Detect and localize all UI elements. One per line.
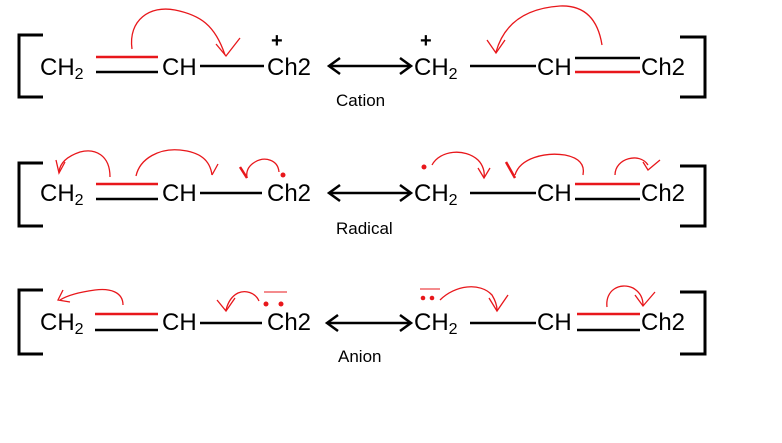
atom-ch: CH [537, 180, 572, 207]
radical-electron [280, 172, 286, 178]
curved-arrow [614, 157, 649, 176]
atom-ch2: CH2 [40, 54, 84, 83]
atom-ch2-end: Ch2 [641, 54, 685, 81]
right-bracket [680, 290, 707, 356]
atom-ch: CH [162, 309, 197, 336]
lone-pair-electron [420, 295, 426, 301]
left-bracket [17, 161, 43, 228]
left-bracket [17, 288, 43, 356]
arrowhead [216, 297, 236, 313]
atom-ch2: CH2 [414, 180, 458, 209]
curved-arrow [495, 5, 603, 53]
radical-electron [421, 164, 427, 170]
arrowhead [504, 161, 517, 179]
row-label: Radical [336, 219, 393, 238]
right-bracket [680, 35, 707, 99]
resonance-arrow [326, 56, 414, 76]
atom-ch2-end: Ch2 [267, 180, 311, 207]
curved-arrow [130, 8, 226, 56]
atom-ch2-end: Ch2 [641, 309, 685, 336]
arrowhead [488, 294, 509, 313]
atom-ch2: CH2 [414, 54, 458, 83]
resonance-arrow [326, 183, 414, 203]
arrowhead [486, 39, 506, 55]
cation-row: CH2 CH Ch2 + Cation CH2 + CH Ch2 [17, 5, 707, 110]
curved-arrow [514, 153, 585, 176]
arrowhead [477, 167, 491, 180]
atom-ch2: CH2 [414, 309, 458, 338]
resonance-arrow [324, 313, 414, 333]
atom-ch: CH [537, 309, 572, 336]
positive-charge: + [420, 30, 432, 52]
curved-arrow [59, 288, 124, 306]
right-bracket [680, 164, 707, 228]
atom-ch2-end: Ch2 [267, 309, 311, 336]
curved-arrow [431, 151, 485, 179]
arrowhead [215, 37, 241, 58]
atom-ch2-end: Ch2 [641, 180, 685, 207]
arrowhead [55, 159, 66, 175]
positive-charge: + [271, 30, 283, 52]
arrowhead [642, 159, 661, 171]
curved-arrow [225, 291, 260, 311]
curved-arrow [135, 149, 213, 177]
curved-arrow [606, 285, 644, 308]
anion-row: CH2 CH Ch2 Anion CH2 CH Ch2 [17, 285, 707, 366]
atom-ch: CH [162, 180, 197, 207]
curved-arrow [439, 286, 498, 311]
left-bracket [17, 33, 43, 99]
row-label: Cation [336, 91, 385, 110]
lone-pair-electron [278, 301, 284, 307]
radical-row: CH2 CH Ch2 Radical CH2 CH Ch2 [17, 149, 707, 238]
atom-ch: CH [162, 54, 197, 81]
atom-ch: CH [537, 54, 572, 81]
lone-pair-electron [429, 295, 435, 301]
curved-arrow [58, 150, 111, 178]
row-label: Anion [338, 347, 381, 366]
atom-ch2-end: Ch2 [267, 54, 311, 81]
atom-ch2: CH2 [40, 180, 84, 209]
arrowhead [211, 163, 219, 176]
arrowhead [634, 291, 656, 308]
arrowhead [57, 289, 71, 303]
curved-arrow [246, 158, 280, 179]
atom-ch2: CH2 [40, 309, 84, 338]
lone-pair-electron [263, 301, 269, 307]
arrowhead [238, 166, 249, 179]
